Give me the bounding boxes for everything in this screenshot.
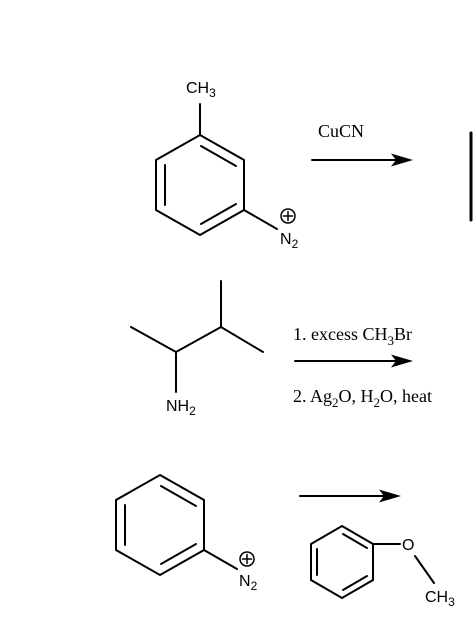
- reaction-3: [115, 473, 435, 600]
- reaction-3-labels: N2 O CH3: [239, 537, 455, 609]
- product-oxygen-label: O: [402, 537, 414, 554]
- arrow-head-3: [379, 489, 401, 503]
- reagent-step-2: 2. Ag2O, H2O, heat: [293, 386, 432, 410]
- reaction-2: [130, 280, 413, 393]
- product-double-bond-a: [342, 533, 368, 549]
- diazonium-label-1: N2: [280, 231, 299, 251]
- methyl-label-1: CH3: [186, 80, 216, 100]
- ring1-double-bond-a: [200, 145, 237, 167]
- carbon-chain-2: [130, 325, 264, 354]
- reagent-label-1: CuCN: [318, 121, 364, 141]
- benzene-ring-1: [155, 133, 245, 237]
- reagent-step-1: 1. excess CH3Br: [293, 324, 412, 348]
- ring3-diazonium-bond: [203, 549, 238, 570]
- reaction-1: [155, 103, 473, 237]
- charge-circle-1: [280, 208, 296, 224]
- diazonium-label-3: N2: [239, 573, 258, 593]
- charge-circle-3: [239, 551, 255, 567]
- ring1-diazonium-bond: [243, 209, 278, 230]
- arrow-head-1: [391, 153, 413, 167]
- product-ring-3: [310, 524, 374, 600]
- amine-label-2: NH2: [166, 398, 196, 418]
- arrow-head-2: [391, 354, 413, 368]
- product-double-bond-b: [342, 575, 368, 591]
- reaction-1-labels: CH3 N2 CuCN: [186, 80, 364, 251]
- product-methyl-bond: [414, 555, 435, 584]
- ring1-double-bond-b: [200, 203, 237, 225]
- product-methyl-label: CH3: [425, 589, 455, 609]
- ring3-double-bond-a: [160, 485, 197, 507]
- ring3-double-bond-b: [160, 543, 197, 565]
- benzene-ring-3: [115, 473, 205, 577]
- reaction-2-labels: NH2 1. excess CH3Br 2. Ag2O, H2O, heat: [166, 324, 432, 418]
